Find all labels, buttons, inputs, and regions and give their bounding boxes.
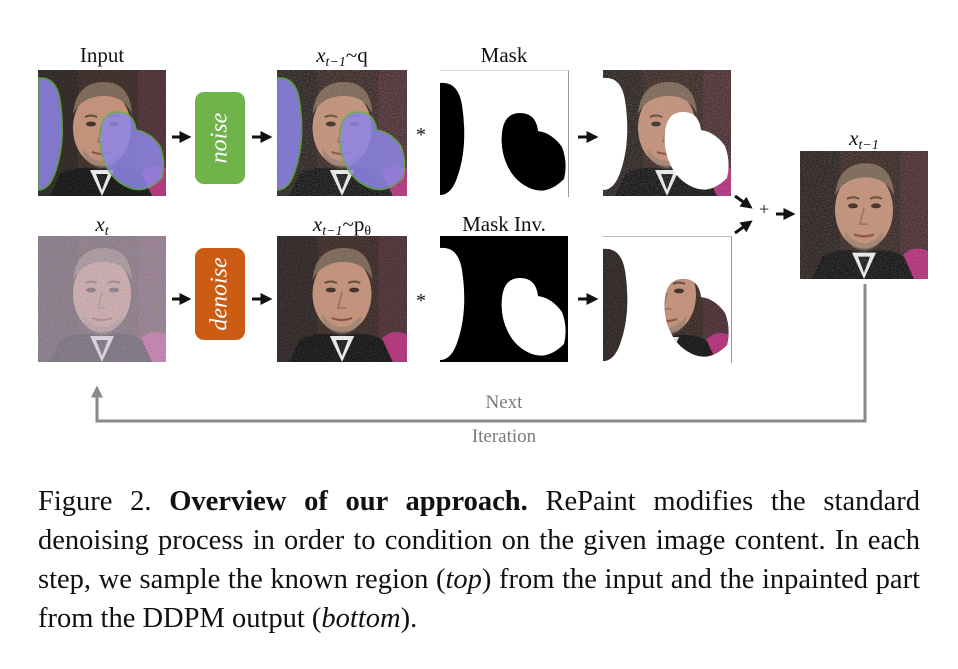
caption-text-1: RePaint modifies the standard denoising … — [38, 486, 920, 595]
label-xt1-q: xt−1~q — [277, 43, 407, 71]
label-mask: Mask — [480, 43, 528, 67]
arrow-generated-to-sum — [734, 220, 753, 235]
label-xt-sub: t — [104, 224, 109, 239]
noisy-xt-image — [38, 236, 166, 362]
label-mask-inv: Mask Inv. — [462, 212, 546, 236]
label-xt1-p-theta: θ — [364, 224, 372, 239]
masked-known-image — [603, 70, 731, 196]
arrow-known-to-sum — [734, 194, 753, 209]
figure-caption: Figure 2. Overview of our approach. RePa… — [38, 482, 920, 638]
caption-text-2: ) from the input and the inpainted part … — [38, 564, 920, 634]
loop-label-next: Next — [485, 392, 523, 413]
label-xt1-p-sub: t−1 — [322, 224, 343, 239]
denoise-block-label: denoise — [206, 257, 233, 331]
denoised-image — [277, 236, 407, 362]
label-xt1-p: xt−1~pθ — [277, 212, 407, 240]
label-output-sub: t−1 — [858, 138, 879, 153]
mask-inv-image — [440, 236, 568, 362]
denoise-block: denoise — [195, 248, 245, 340]
multiply-operator-bottom: * — [416, 290, 426, 312]
label-xt: xt — [38, 212, 166, 240]
caption-bottom: bottom — [321, 603, 401, 634]
noise-block: noise — [195, 92, 245, 184]
label-xt1-q-sub: t−1 — [325, 55, 346, 70]
plus-operator: + — [759, 199, 770, 219]
label-input: Input — [79, 43, 125, 67]
label-xt1-p-base: x — [312, 212, 323, 236]
label-xt1-q-base: x — [316, 43, 326, 67]
noised-known-image — [277, 70, 407, 196]
label-output-base: x — [849, 126, 859, 150]
caption-prefix: Figure 2. — [38, 486, 170, 517]
label-xt1-p-rest: ~p — [342, 212, 365, 236]
multiply-operator-top: * — [416, 124, 426, 146]
input-image — [38, 70, 166, 196]
loop-label-iteration: Iteration — [471, 426, 537, 447]
masked-generated-image — [603, 236, 732, 363]
caption-title: Overview of our approach. — [169, 486, 528, 517]
mask-image — [440, 70, 569, 197]
noise-block-label: noise — [206, 112, 233, 164]
label-xt-base: x — [95, 212, 105, 236]
caption-top: top — [445, 564, 482, 595]
output-image — [800, 151, 928, 279]
caption-text-3: ). — [400, 603, 418, 634]
label-output: xt−1 — [800, 126, 928, 154]
label-xt1-q-rest: ~q — [345, 43, 368, 67]
